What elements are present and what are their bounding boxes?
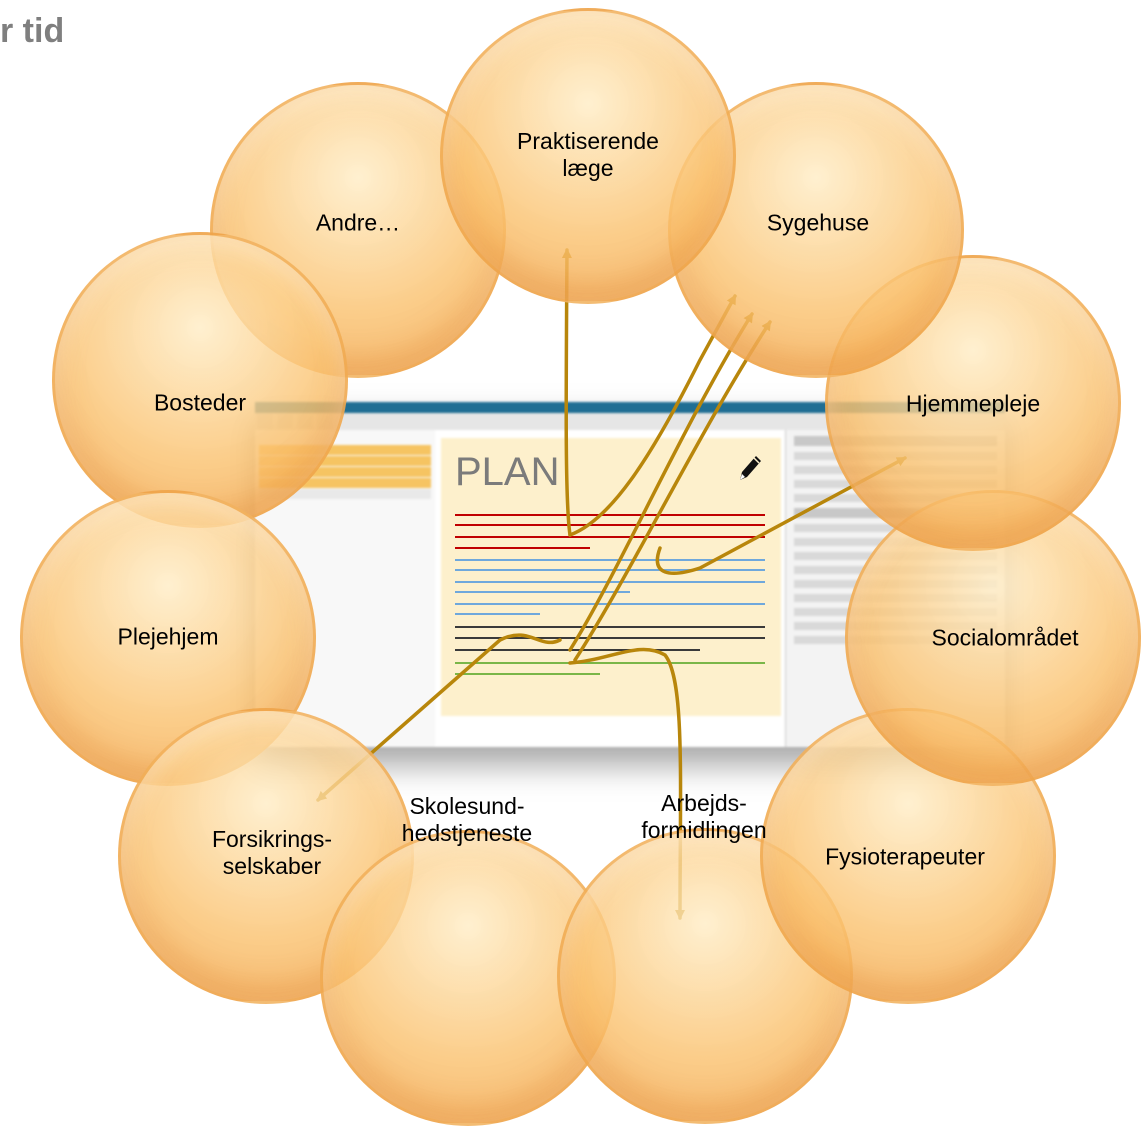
arrow-to-sygehuse-1 [568, 294, 737, 537]
bubble-label-sygehuse: Sygehuse [766, 209, 870, 236]
screenshot-titlebar [255, 402, 1005, 413]
bubble-label-forsikringsselskaber: Forsikrings-selskaber [211, 826, 333, 879]
arrow-to-arbejdsformidlingen [568, 647, 686, 920]
bubble-forsikringsselskaber [118, 708, 414, 1004]
arrow-to-forsikringsselskaber [316, 633, 562, 802]
arrow-to-sygehuse-2 [568, 312, 754, 652]
plan-text-lines [455, 514, 765, 675]
bubble-bosteder [52, 232, 348, 528]
bubble-label-socialomraadet: Socialområdet [931, 624, 1079, 651]
bubble-label-bosteder: Bosteder [153, 389, 247, 416]
arrow-to-hjemmepleje [655, 456, 907, 576]
bubble-label-fysioterapeuter: Fysioterapeuter [825, 843, 985, 870]
plan-label: PLAN [455, 450, 560, 494]
bubble-hjemmepleje [825, 255, 1121, 551]
bubble-praktiserende-laege [440, 8, 736, 304]
bubble-label-skolesundhedstjeneste: Skolesund-hedstjeneste [401, 793, 533, 846]
arrow-to-praktiserende-laege [561, 248, 572, 537]
bubble-label-plejehjem: Plejehjem [117, 623, 219, 650]
page-title: r tid [0, 12, 65, 50]
pencil-icon [740, 456, 761, 480]
bubble-label-arbejdsformidlingen: Arbejds-formidlingen [641, 790, 767, 843]
connection-arrows [316, 248, 907, 920]
bubble-label-andre: Andre… [315, 209, 401, 236]
bubble-label-hjemmepleje: Hjemmepleje [905, 390, 1041, 417]
arrow-to-sygehuse-3 [573, 320, 772, 662]
